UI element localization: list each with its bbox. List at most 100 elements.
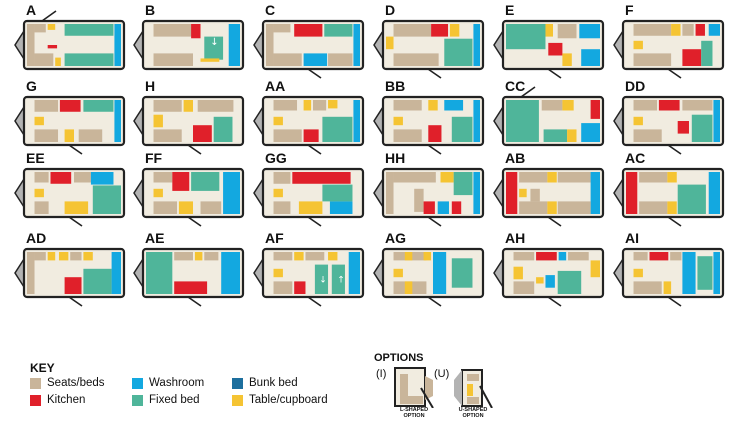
table-block: [273, 268, 283, 278]
floorplan-label: F: [625, 2, 634, 18]
floorplan-label: EE: [26, 150, 45, 166]
kitchen-block: [428, 125, 442, 142]
washroom-block: [437, 201, 449, 214]
fixedbed-block: [83, 100, 114, 112]
seats-block: [27, 252, 35, 294]
floorplan-h: H: [133, 78, 253, 155]
key-item-fixedbed: Fixed bed: [132, 394, 200, 406]
kitchen-block: [303, 129, 319, 142]
seats-block: [414, 188, 424, 212]
floorplan-label: D: [385, 2, 396, 18]
floorplan-drawing: [133, 167, 245, 227]
floorplan-af: AF↓↑: [253, 230, 373, 307]
door: [427, 296, 442, 307]
floorplan-label: CC: [505, 78, 526, 94]
washroom-block: [590, 172, 600, 214]
floorplan-label: G: [26, 78, 37, 94]
table-block: [183, 100, 193, 112]
hitch: [613, 256, 624, 290]
floorplan-drawing: [373, 247, 485, 307]
table-block: [590, 260, 600, 278]
table-block: [55, 57, 61, 66]
washroom-block: [558, 252, 567, 261]
door: [187, 144, 202, 155]
floorplan-drawing: [493, 19, 605, 79]
washroom-block: [581, 49, 600, 66]
arrow-down-icon: ↓: [319, 276, 327, 286]
floorplan-drawing: [373, 167, 485, 227]
seats-block: [633, 53, 672, 66]
seats-block: [639, 172, 668, 183]
table-block: [64, 129, 74, 142]
table-block: [303, 100, 312, 111]
washroom-block: [114, 100, 121, 142]
seats-block: [328, 53, 353, 66]
table-block: [513, 266, 523, 280]
floorplan-label: AF: [265, 230, 284, 246]
door: [667, 68, 682, 79]
floorplan-drawing: [493, 86, 605, 147]
door: [427, 68, 442, 79]
table-block: [404, 281, 413, 294]
floorplan-drawing: [253, 95, 365, 155]
hitch: [14, 28, 25, 62]
door: [68, 216, 83, 227]
washroom-block: [682, 252, 696, 294]
fixedbed-swatch: [132, 394, 143, 406]
seats-block: [393, 53, 439, 66]
fixedbed-block: [697, 256, 713, 290]
kitchen-block: [294, 24, 323, 37]
door: [307, 144, 322, 155]
floorplan-b: B↓: [133, 2, 253, 78]
table-block: [536, 277, 544, 284]
door: [667, 144, 682, 155]
seats-block: [78, 129, 103, 142]
floorplan-label: GG: [265, 150, 287, 166]
seats-block: [557, 172, 591, 183]
table-block: [562, 53, 572, 66]
seats-block: [34, 201, 49, 214]
floorplan-ae: AE: [133, 230, 253, 307]
fixedbed-block: [204, 36, 224, 60]
door: [68, 144, 83, 155]
options-title: OPTIONS: [374, 352, 424, 364]
door: [667, 216, 682, 227]
seats-block: [204, 252, 219, 261]
washroom-block: [114, 24, 121, 66]
seats-block: [670, 252, 682, 261]
seats-block: [530, 188, 540, 202]
hitch: [253, 104, 264, 138]
seats-block: [34, 100, 59, 112]
key-label-fixedbed: Fixed bed: [149, 394, 200, 406]
seats-block: [682, 24, 694, 36]
floorplan-drawing: [613, 247, 725, 307]
seats-block: [633, 281, 662, 294]
seats-block: [393, 100, 422, 111]
washroom-block: [579, 24, 600, 39]
option-l-marker: (I): [376, 368, 387, 380]
table-block: [404, 252, 413, 261]
hitch: [253, 256, 264, 290]
kitchen-block: [50, 172, 72, 184]
floorplan-a: A: [14, 2, 134, 78]
fixedbed-block: [64, 24, 114, 36]
floorplan-f: F: [613, 2, 733, 79]
floorplan-label: AI: [625, 230, 639, 246]
floorplan-ad: AD: [14, 230, 134, 307]
washroom-block: [473, 100, 480, 142]
floorplan-ag: AG: [373, 230, 493, 307]
floorplan-drawing: [613, 167, 725, 227]
hitch: [493, 104, 504, 138]
table-block: [58, 252, 69, 261]
seats-block: [633, 24, 672, 36]
floorplan-ee: EE: [14, 150, 134, 227]
kitchen-block: [677, 121, 689, 134]
seats-block: [70, 252, 82, 261]
floorplan-label: BB: [385, 78, 406, 94]
kitchen-block: [292, 172, 351, 184]
washroom-block: [473, 24, 480, 66]
kitchen-block: [626, 172, 638, 214]
fixedbed-block: [444, 38, 473, 66]
hitch: [373, 28, 384, 62]
fixedbed-block: [506, 100, 539, 142]
